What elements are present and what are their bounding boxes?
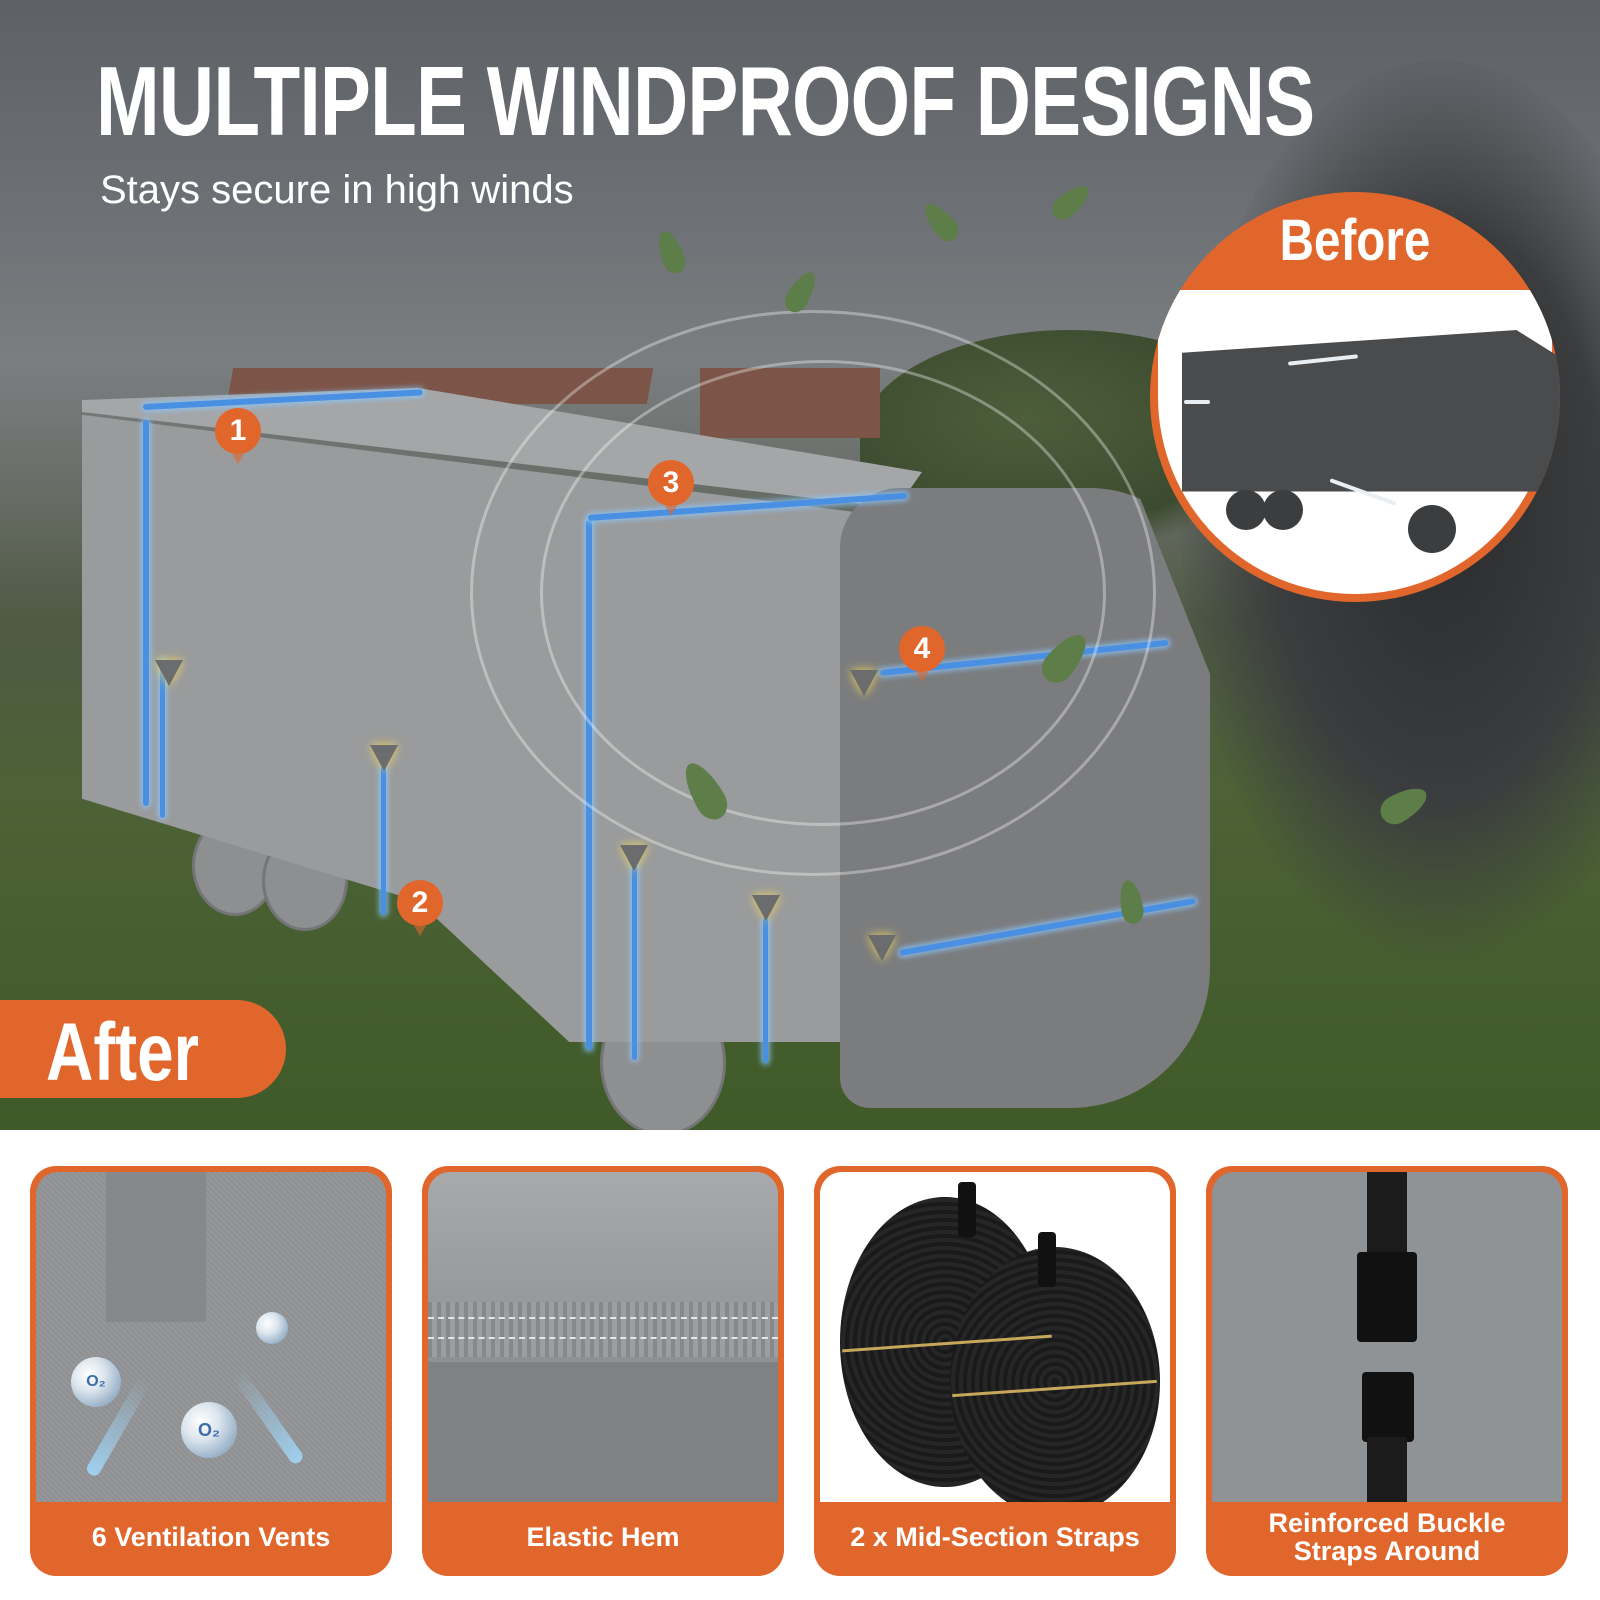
strap-highlight — [632, 860, 637, 1060]
stitch-line — [428, 1317, 778, 1319]
feature-label: 2 x Mid-Section Straps — [850, 1521, 1140, 1552]
oxygen-bubble-icon: O₂ — [71, 1357, 121, 1407]
before-comparison: Before — [1150, 192, 1560, 602]
hem-lower-fabric — [428, 1362, 778, 1502]
wheel-cover — [1408, 505, 1456, 553]
buckle-female-icon — [1362, 1372, 1414, 1442]
strap-highlight — [160, 660, 165, 818]
strap-buckle-icon — [1038, 1232, 1056, 1287]
feature-card-elastic-hem: Elastic Hem — [422, 1166, 784, 1576]
strap-webbing — [1367, 1172, 1407, 1262]
straps-image — [820, 1172, 1170, 1502]
oxygen-bubble-icon: O₂ — [181, 1402, 237, 1458]
wheel-cover — [1226, 490, 1266, 530]
feature-card-vents: O₂ O₂ 6 Ventilation Vents — [30, 1166, 392, 1576]
feature-label: 6 Ventilation Vents — [91, 1521, 331, 1552]
strap-highlight — [143, 420, 149, 806]
damaged-rv-cover — [1182, 330, 1560, 492]
cover-tear — [1184, 400, 1210, 404]
strap-anchor — [868, 935, 896, 961]
oxygen-bubble-icon — [256, 1312, 288, 1344]
wind-swirl — [470, 310, 1156, 876]
leaf-icon — [1047, 179, 1095, 225]
after-label: After — [46, 1007, 200, 1098]
elastic-hem-image — [428, 1172, 778, 1502]
strap-webbing — [1367, 1437, 1407, 1502]
elastic-band — [428, 1302, 778, 1357]
strap-anchor — [155, 660, 183, 686]
stitch-line — [428, 1337, 778, 1339]
vent-image: O₂ O₂ — [36, 1172, 386, 1502]
feature-marker-1: 1 — [215, 408, 261, 464]
feature-marker-4: 4 — [899, 626, 945, 682]
page-title: MULTIPLE WINDPROOF DESIGNS — [96, 46, 1315, 156]
strap-anchor — [370, 745, 398, 771]
feature-marker-2: 2 — [397, 880, 443, 936]
airflow-arrow-icon — [230, 1367, 306, 1467]
feature-label: Reinforced Buckle Straps Around — [1268, 1507, 1506, 1566]
strap-anchor — [620, 845, 648, 871]
feature-cards: O₂ O₂ 6 Ventilation Vents Elastic Hem 2 … — [0, 1130, 1600, 1600]
buckle-male-icon — [1357, 1252, 1417, 1342]
feature-card-buckle-straps: Reinforced Buckle Straps Around — [1206, 1166, 1568, 1576]
before-label: Before — [1279, 208, 1431, 273]
after-badge: After — [0, 1000, 286, 1098]
feature-label: Elastic Hem — [526, 1521, 680, 1552]
before-image — [1158, 290, 1560, 594]
strap-highlight — [381, 765, 386, 915]
strap-highlight — [763, 918, 768, 1063]
strap-coil — [950, 1247, 1160, 1502]
buckle-image — [1212, 1172, 1562, 1502]
feature-card-mid-straps: 2 x Mid-Section Straps — [814, 1166, 1176, 1576]
vent-flap — [106, 1172, 206, 1322]
leaf-icon — [653, 227, 689, 277]
page-subtitle: Stays secure in high winds — [100, 168, 574, 212]
strap-anchor — [752, 895, 780, 921]
leaf-icon — [918, 198, 964, 246]
strap-buckle-icon — [958, 1182, 976, 1237]
wheel-cover — [1263, 490, 1303, 530]
feature-marker-3: 3 — [648, 460, 694, 516]
wind-swirl — [540, 360, 1106, 826]
hero-banner: MULTIPLE WINDPROOF DESIGNS Stays secure … — [0, 0, 1600, 1130]
